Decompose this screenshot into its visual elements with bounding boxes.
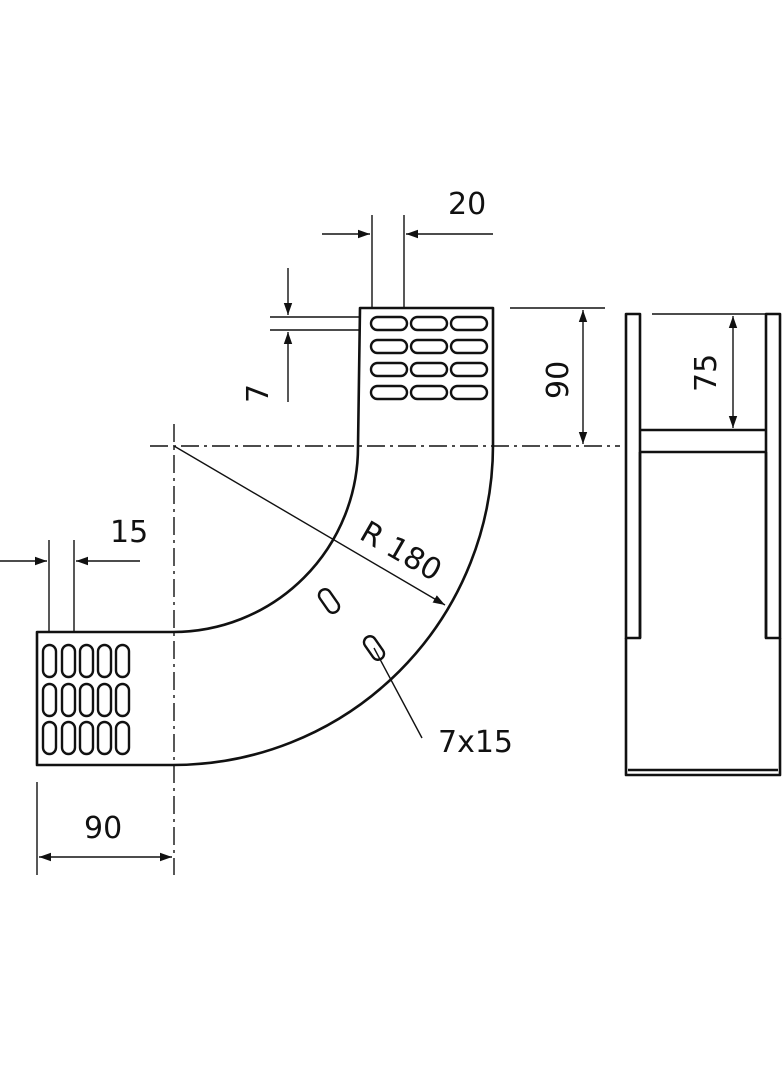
dim-bottom-width: 90 (36, 782, 172, 875)
side-view: 75 (624, 312, 782, 777)
dim-flange-height: 90 (510, 307, 605, 444)
dim-slot-height: 7 (241, 268, 360, 403)
bend-outline (35, 306, 495, 767)
side-lower-body (624, 638, 782, 777)
bend-front-view (35, 306, 620, 875)
dim-flange-height-label: 90 (541, 361, 576, 399)
dim-top-width: 20 (322, 187, 493, 308)
side-right-flange (764, 312, 782, 640)
left-slot-pattern (41, 643, 131, 756)
dim-radius-label: R 180 (354, 515, 447, 589)
side-left-flange (624, 312, 642, 640)
dim-radius: R 180 (173, 445, 447, 606)
side-depth-label: 75 (689, 354, 724, 392)
hole-size-label: 7x15 (438, 725, 513, 760)
dim-slot-height-label: 7 (241, 384, 276, 403)
dim-left-width-label: 15 (110, 515, 148, 550)
dim-left-width: 15 (0, 515, 148, 632)
dim-top-width-label: 20 (448, 187, 486, 222)
top-slot-pattern (369, 315, 489, 401)
bend-holes (317, 588, 386, 661)
hole-callout: 7x15 (373, 647, 513, 760)
dim-bottom-width-label: 90 (84, 811, 122, 846)
